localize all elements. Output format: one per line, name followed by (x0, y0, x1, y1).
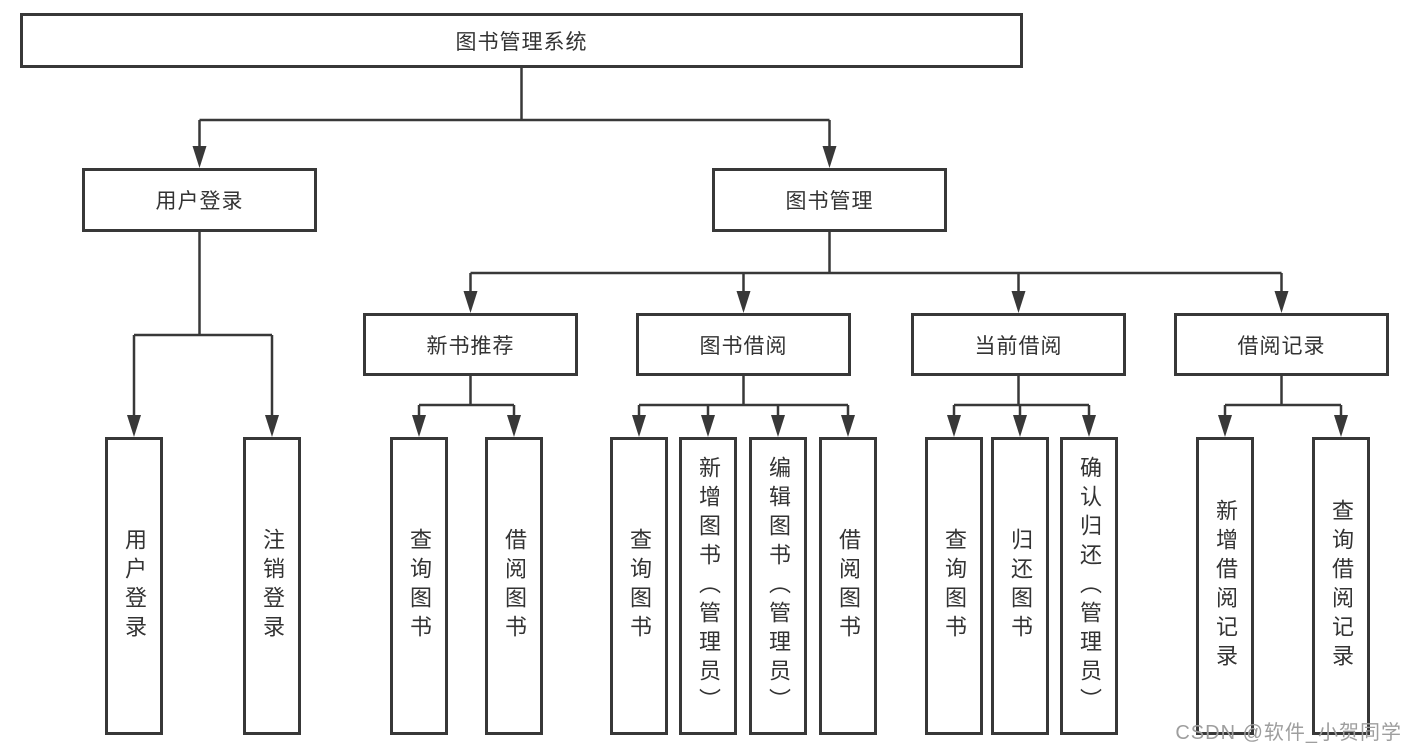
leaf-return-books: 归还图书 (991, 437, 1049, 735)
node-label: 用户登录 (122, 528, 147, 644)
leaf-logout: 注销登录 (243, 437, 301, 735)
node-new-book-recommend: 新书推荐 (363, 313, 578, 376)
leaf-add-borrow-record: 新增借阅记录 (1196, 437, 1254, 735)
node-label: 借阅记录 (1237, 334, 1326, 358)
leaf-user-login: 用户登录 (105, 437, 163, 735)
node-label: 新增借阅记录 (1213, 499, 1238, 673)
node-label: 图书借阅 (699, 334, 788, 358)
leaf-add-books-admin: 新增图书（管理员） (679, 437, 737, 735)
node-label: 查询图书 (627, 528, 652, 644)
node-label: 确认归还（管理员） (1077, 455, 1102, 717)
node-book-borrowing: 图书借阅 (636, 313, 851, 376)
leaf-query-borrow-record: 查询借阅记录 (1312, 437, 1370, 735)
node-user-login: 用户登录 (82, 168, 317, 232)
leaf-borrow-books: 借阅图书 (819, 437, 877, 735)
node-label: 当前借阅 (974, 334, 1063, 358)
node-label: 注销登录 (260, 528, 285, 644)
node-book-management: 图书管理 (712, 168, 947, 232)
leaf-query-books: 查询图书 (925, 437, 983, 735)
node-label: 用户登录 (155, 190, 244, 213)
node-label: 图书管理系统 (455, 30, 588, 54)
leaf-query-books: 查询图书 (610, 437, 668, 735)
node-root-library-system: 图书管理系统 (20, 13, 1023, 68)
node-label: 查询图书 (407, 528, 432, 644)
node-label: 新增图书（管理员） (696, 455, 721, 717)
leaf-edit-books-admin: 编辑图书（管理员） (749, 437, 807, 735)
csdn-watermark: CSDN @软件_小贺同学 (1175, 722, 1402, 744)
node-label: 归还图书 (1008, 528, 1033, 644)
leaf-borrow-books: 借阅图书 (485, 437, 543, 735)
node-label: 查询借阅记录 (1329, 499, 1354, 673)
node-label: 图书管理 (785, 190, 874, 213)
node-label: 借阅图书 (836, 528, 861, 644)
node-current-borrowing: 当前借阅 (911, 313, 1126, 376)
node-borrow-records: 借阅记录 (1174, 313, 1389, 376)
node-label: 编辑图书（管理员） (766, 455, 791, 717)
node-label: 查询图书 (942, 528, 967, 644)
node-label: 借阅图书 (502, 528, 527, 644)
leaf-confirm-return-admin: 确认归还（管理员） (1060, 437, 1118, 735)
node-label: 新书推荐 (426, 334, 515, 358)
leaf-query-books: 查询图书 (390, 437, 448, 735)
